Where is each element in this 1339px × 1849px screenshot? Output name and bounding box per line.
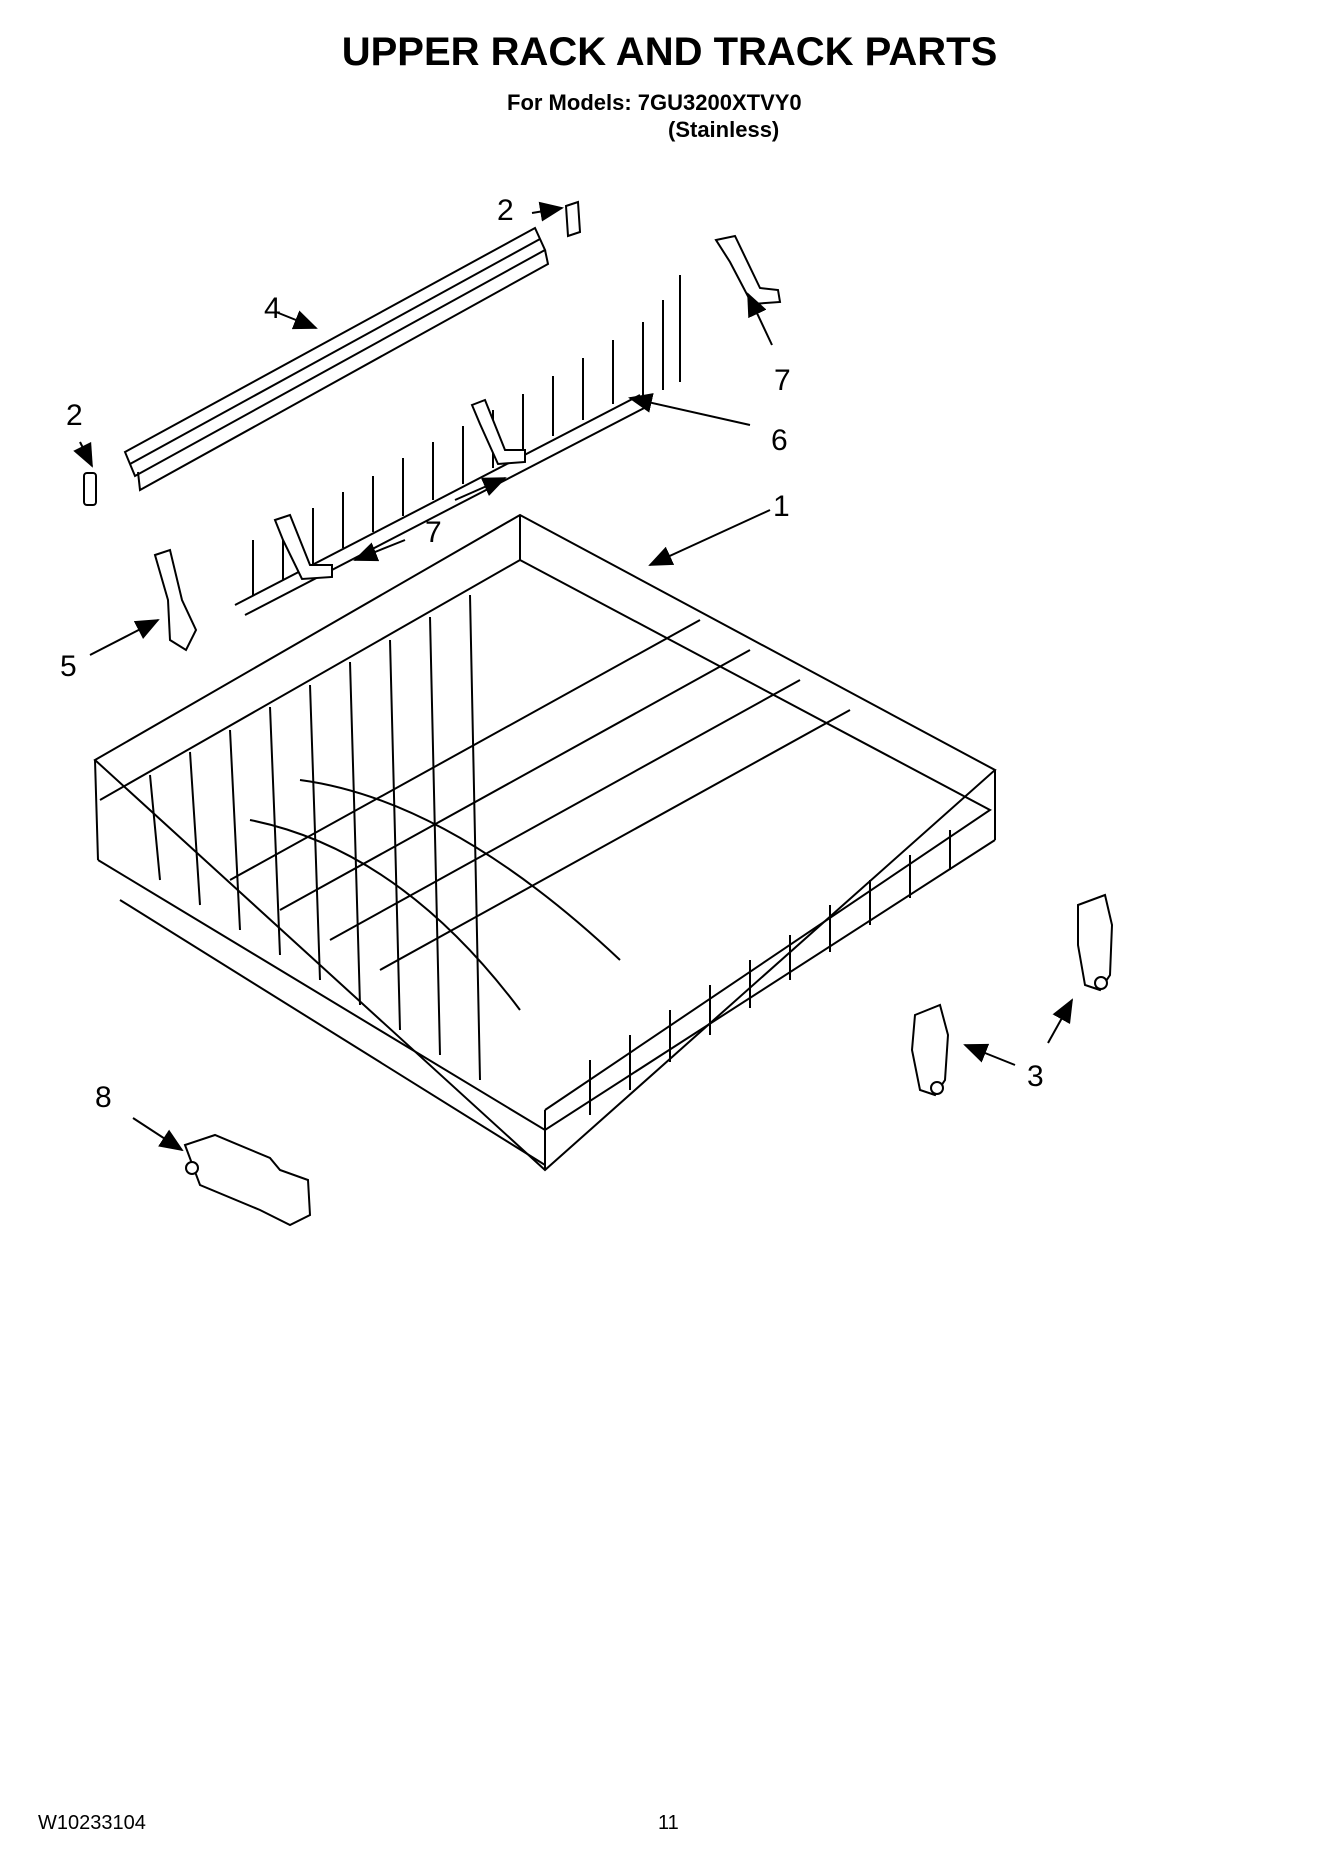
models-line: For Models: 7GU3200XTVY0 <box>507 90 802 115</box>
clip-mid-b <box>273 513 333 581</box>
variant-label: (Stainless) <box>668 117 780 142</box>
track-stop <box>183 1133 312 1227</box>
clip-mid-a <box>470 398 526 466</box>
rack-adjuster-b <box>1077 893 1114 992</box>
callout-4: 4 <box>264 292 281 325</box>
clip-upper <box>714 234 782 306</box>
callout-6: 6 <box>771 424 788 457</box>
leader-lines <box>73 201 1073 1152</box>
callout-7-lower: 7 <box>425 516 442 549</box>
end-cap-left <box>83 472 97 506</box>
callout-2-right: 2 <box>497 194 514 227</box>
callout-8: 8 <box>95 1081 112 1114</box>
callout-3: 3 <box>1027 1060 1044 1093</box>
callout-2-left: 2 <box>66 399 83 432</box>
callout-1: 1 <box>773 490 790 523</box>
page-number: 11 <box>658 1812 679 1834</box>
end-cap-right <box>564 200 582 238</box>
upper-rack-basket <box>93 513 997 1172</box>
track-rail <box>123 226 550 492</box>
page-title: UPPER RACK AND TRACK PARTS <box>341 30 998 74</box>
document-id: W10233104 <box>38 1812 146 1834</box>
rack-adjuster-a <box>910 1003 950 1097</box>
callout-7-upper: 7 <box>774 364 791 397</box>
tine-hinge <box>153 548 198 652</box>
callout-5: 5 <box>60 650 77 683</box>
